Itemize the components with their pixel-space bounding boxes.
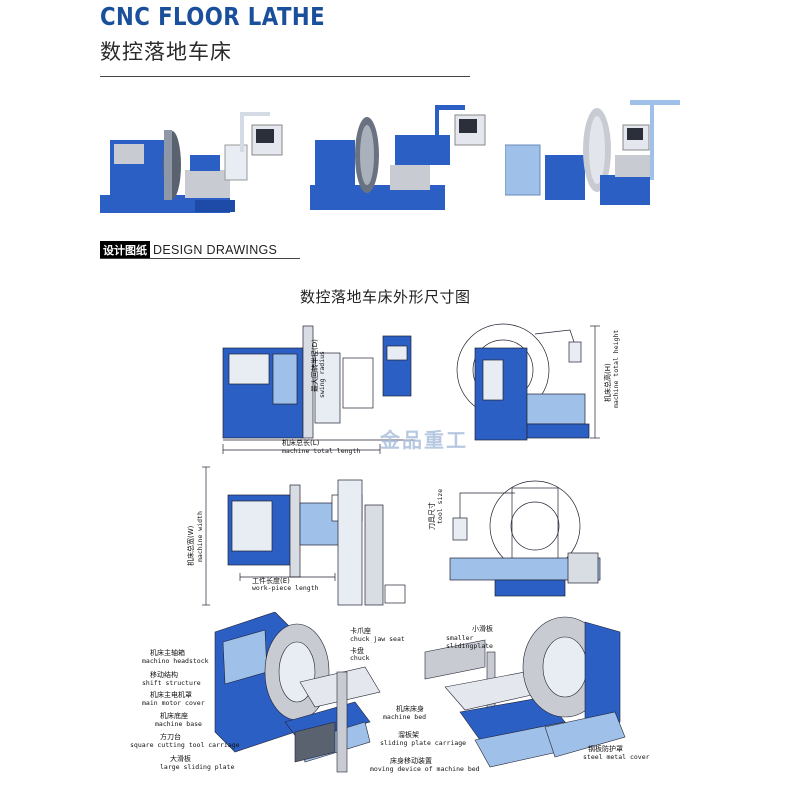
part-left-1-en: machino headstock xyxy=(142,657,209,665)
part-left-5-cn: 方刀台 xyxy=(160,733,181,741)
lathe-photo-3 xyxy=(505,100,680,205)
header-divider xyxy=(100,76,470,77)
part-left-6-en: large sliding plate xyxy=(160,763,235,771)
part-right-4-cn: 床身移动装置 xyxy=(390,757,432,765)
dim-workpiece-length-en: work-piece length xyxy=(252,584,319,592)
tool-view-drawing xyxy=(449,480,601,597)
lathe-photo-1 xyxy=(100,112,283,213)
part-left-3-cn: 机床主电机罩 xyxy=(150,691,192,699)
page-title: CNC FLOOR LATHE xyxy=(100,2,326,31)
section-header: 设计图纸 DESIGN DRAWINGS xyxy=(100,241,278,259)
watermark-text: 金品重工 xyxy=(380,428,468,452)
front-view-drawing xyxy=(222,325,415,454)
part-right-1-cn: 小滑板 xyxy=(472,625,493,633)
dim-total-height-en: machine total height xyxy=(612,329,620,408)
drawing-title: 数控落地车床外形尺寸图 xyxy=(300,288,471,306)
section-label-en: DESIGN DRAWINGS xyxy=(153,243,278,257)
part-left-1-cn: 机床主轴箱 xyxy=(150,649,185,657)
part-right-2-en: machine bed xyxy=(383,713,427,721)
dim-workpiece-length-cn: 工件长度(E) xyxy=(252,577,290,585)
part-left-6-cn: 大滑板 xyxy=(170,755,191,763)
iso-drawing-right xyxy=(424,616,626,768)
part-right-3-cn: 溜板架 xyxy=(398,731,419,739)
part-right-1-en: smaller slidingplate xyxy=(446,634,493,650)
part-right-3-en: sliding plate carriage xyxy=(380,739,467,747)
part-right-5-en: steel metal cover xyxy=(583,753,650,761)
part-left-4-cn: 机床底座 xyxy=(160,712,188,720)
dim-tool-size-en: tool size xyxy=(436,488,444,524)
part-left-2-cn: 移动结构 xyxy=(150,671,178,679)
page-subtitle-cn: 数控落地车床 xyxy=(100,40,232,64)
lathe-photo-2 xyxy=(310,105,486,210)
part-left-5-en: square cutting tool carriage xyxy=(130,741,240,749)
part-right-4-en: moving device of machine bed xyxy=(370,765,480,773)
dim-width-en: machine width xyxy=(196,511,204,562)
dim-swing-radius-en: swing radius xyxy=(318,351,326,398)
part-mid-1-cn: 卡爪座 xyxy=(350,627,371,635)
part-mid-2-en: chuck xyxy=(350,654,370,662)
section-tag-cn: 设计图纸 xyxy=(100,241,150,259)
part-right-2-cn: 机床床身 xyxy=(396,705,424,713)
part-right-5-cn: 钢板防护罩 xyxy=(588,745,623,753)
dim-total-length-cn: 机床总长(L) xyxy=(282,439,320,447)
side-view-drawing xyxy=(456,323,600,441)
part-left-3-en: main motor cover xyxy=(142,699,205,707)
part-left-4-en: machine base xyxy=(155,720,202,728)
part-mid-1-en: chuck jaw seat xyxy=(350,635,405,643)
dim-width-cn: 机床总宽(W) xyxy=(187,525,195,566)
part-mid-2-cn: 卡盘 xyxy=(350,647,364,655)
part-left-2-en: shift structure xyxy=(142,679,201,687)
top-view-drawing xyxy=(202,466,406,606)
section-divider xyxy=(100,258,300,259)
dim-total-length-en: machine total length xyxy=(282,447,361,455)
iso-drawing-left xyxy=(214,612,381,773)
